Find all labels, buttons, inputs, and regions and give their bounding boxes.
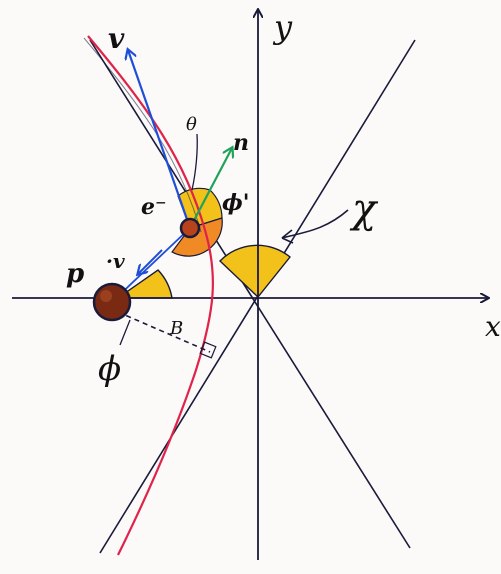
proton-label: p: [66, 259, 84, 289]
velocity-label: v: [108, 22, 125, 55]
hyperbola-branch: [87, 35, 214, 556]
impact-parameter-line: [117, 311, 211, 353]
chi-angle-wedge: [219, 244, 291, 299]
proton-highlight: [100, 290, 112, 302]
velocity-dot-label: ·v: [106, 249, 125, 273]
velocity-vector: [128, 50, 192, 229]
normal-vector: [189, 148, 232, 229]
phi-prime-label: ϕ': [222, 190, 249, 216]
impact-parameter-label: B: [169, 318, 183, 339]
theta-label: θ: [186, 114, 197, 135]
x-axis-label: x: [485, 310, 501, 343]
electron: [179, 217, 201, 239]
right-angle-marker: [199, 341, 217, 359]
chi-pointer: [281, 209, 349, 239]
phi-label: ϕ: [98, 349, 121, 389]
chi-label: χ: [349, 186, 379, 232]
normal-label: n: [233, 130, 249, 156]
proton-to-phi-pointer: [119, 319, 131, 346]
electron-label: e⁻: [141, 194, 167, 220]
proton: [92, 282, 132, 322]
theta-pointer: [191, 133, 198, 191]
y-axis-label: y: [272, 8, 293, 46]
asymptote-line-2: [89, 39, 411, 549]
velocity-dot-vector: [138, 249, 163, 274]
chi-pointer-tip: [281, 229, 294, 244]
